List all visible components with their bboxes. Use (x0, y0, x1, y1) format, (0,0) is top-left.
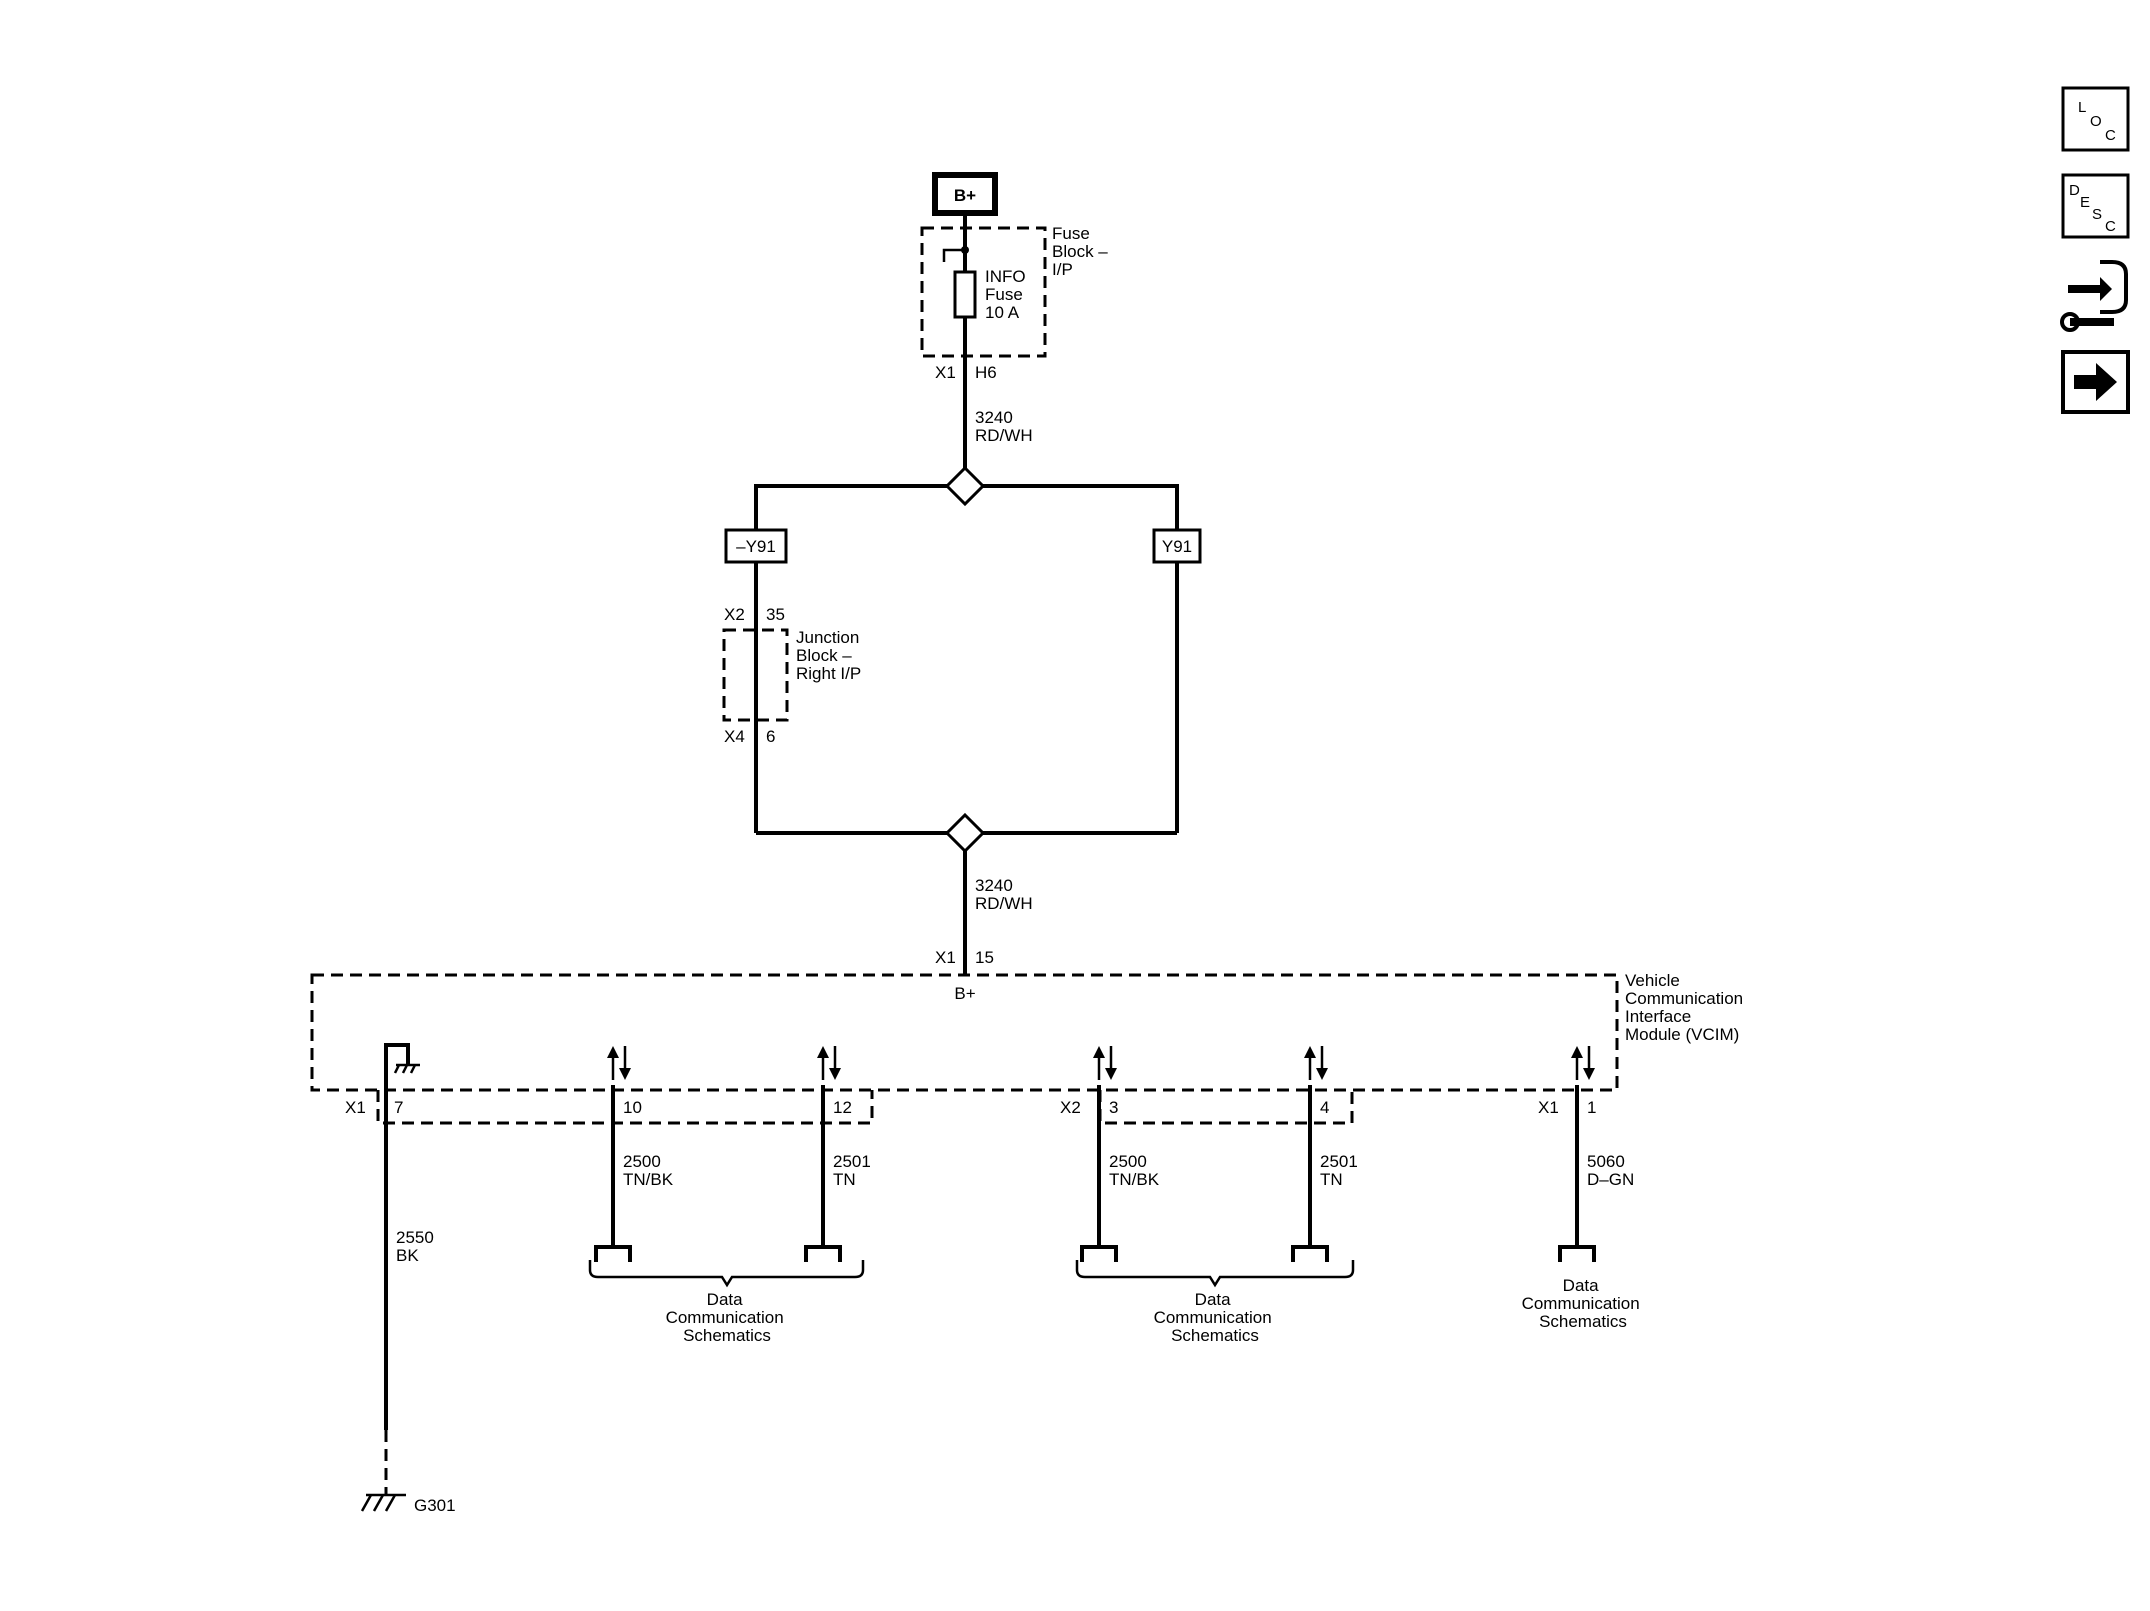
fuse-label: INFO Fuse 10 A (985, 267, 1030, 322)
junction-block-name: Junction Block – Right I/P (796, 628, 864, 683)
upper-splice (944, 465, 986, 507)
svg-text:X1: X1 (345, 1098, 366, 1117)
pin-connector-label: X2 (1060, 1098, 1081, 1117)
battery-power-source: B+ (932, 172, 998, 216)
vcim-power-connector: X1 (935, 948, 956, 967)
svg-text:Data Communication: Data Communication Schematics (1154, 1290, 1277, 1345)
pin-number-label: 1 (1587, 1098, 1596, 1117)
destination-group-2: Data Communication Schematics (1075, 1260, 1355, 1345)
internal-ground-icon (393, 1063, 420, 1074)
bidirectional-arrow-icon (607, 1046, 631, 1080)
vcim-module: B+ Vehicle Communication Interface Modul… (310, 971, 1748, 1125)
option-box-left: –Y91 (724, 528, 788, 564)
svg-text:7: 7 (394, 1098, 403, 1117)
ground-circuit: X1 7 2550 BK G301 (345, 1043, 456, 1515)
power-source-label: B+ (954, 186, 976, 205)
fuse-pin-label: H6 (975, 363, 997, 382)
destination-single: Data Communication Schematics (1522, 1276, 1645, 1331)
svg-text:6: 6 (766, 727, 775, 746)
bidirectional-arrow-icon (1304, 1046, 1328, 1080)
svg-text:L: L (2078, 99, 2086, 116)
svg-text:Data Communication: Data Communication Schematics (1522, 1276, 1645, 1331)
pin-number-label: 3 (1109, 1098, 1118, 1117)
fuse-block: Fuse Block – I/P INFO Fuse 10 A X1 H6 (920, 213, 1112, 382)
svg-text:S: S (2092, 206, 2102, 223)
svg-text:X2: X2 (724, 605, 745, 624)
svg-text:O: O (2090, 113, 2102, 130)
pin-number-label: 10 (623, 1098, 642, 1117)
destination-group-1: Data Communication Schematics (588, 1260, 865, 1345)
vcim-module-name: Vehicle Communication Interface Module (… (1625, 971, 1748, 1044)
fuse-symbol (953, 270, 977, 319)
svg-text:X4: X4 (724, 727, 745, 746)
connector-wrench-icon (2060, 260, 2128, 332)
chassis-ground-icon (360, 1493, 406, 1512)
lower-splice (944, 812, 986, 854)
svg-text:C: C (2105, 218, 2116, 235)
wire-3240-top-label: 3240 RD/WH (975, 408, 1033, 445)
location-button[interactable]: L O C (2061, 86, 2130, 152)
svg-text:Data Communication: Data Communication Schematics (666, 1290, 789, 1345)
vcim-power-label: B+ (954, 984, 975, 1003)
arrow-right-icon (2074, 363, 2117, 401)
description-button[interactable]: D E S C (2061, 173, 2130, 239)
bidirectional-arrow-icon (817, 1046, 841, 1080)
option-box-right: Y91 (1152, 528, 1202, 564)
svg-text:G301: G301 (414, 1496, 456, 1515)
svg-text:D: D (2069, 182, 2080, 199)
svg-text:35: 35 (766, 605, 785, 624)
svg-text:2550 BK: 2550 BK (396, 1228, 439, 1265)
next-page-button[interactable] (2061, 350, 2130, 414)
fuse-block-name: Fuse Block – I/P (1052, 224, 1112, 279)
vcim-power-pin: 15 (975, 948, 994, 967)
pin-number-label: 12 (833, 1098, 852, 1117)
bidirectional-arrow-icon (1571, 1046, 1595, 1080)
svg-text:–Y91: –Y91 (736, 537, 776, 556)
pin-number-label: 4 (1320, 1098, 1329, 1117)
bidirectional-arrow-icon (1093, 1046, 1117, 1080)
connector-end-view-button[interactable] (2060, 260, 2128, 332)
wire-3240-bottom-label: 3240 RD/WH (975, 876, 1033, 913)
svg-text:E: E (2080, 194, 2090, 211)
svg-text:Y91: Y91 (1162, 537, 1192, 556)
svg-text:C: C (2105, 127, 2116, 144)
pin-connector-label: X1 (1538, 1098, 1559, 1117)
fuse-connector-label: X1 (935, 363, 956, 382)
junction-block: X2 35 X4 6 Junction Block – Right I/P (722, 605, 864, 746)
